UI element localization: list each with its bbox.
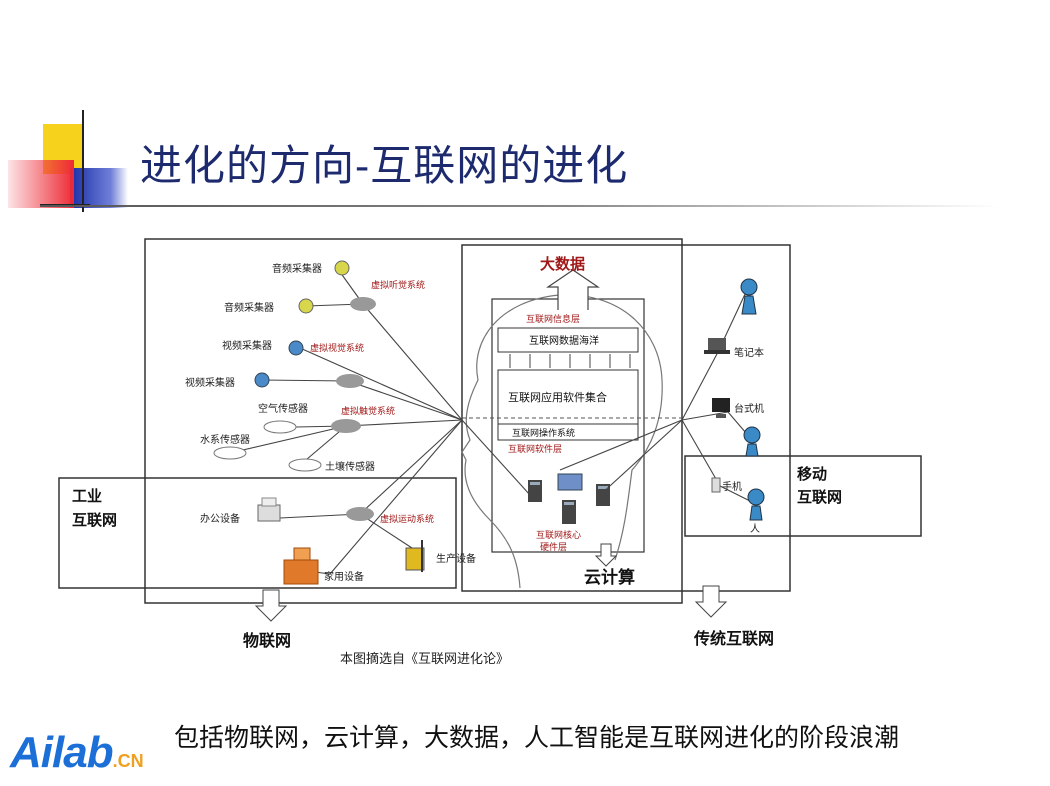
home-device-icon	[283, 547, 319, 585]
software-layer-label: 互联网软件层	[508, 443, 562, 455]
apps-label: 互联网应用软件集合	[508, 390, 607, 404]
laptop-icon	[704, 338, 730, 354]
iot-label: 物联网	[243, 631, 291, 650]
label-tactile-system: 虚拟触觉系统	[341, 405, 395, 417]
traditional-label: 传统互联网	[693, 629, 774, 648]
os-box	[497, 423, 639, 441]
slide-caption: 包括物联网，云计算，大数据，人工智能是互联网进化的阶段浪潮	[174, 723, 900, 752]
label-notebook: 笔记本	[734, 346, 764, 359]
title-decoration	[0, 110, 140, 220]
industrial-label-2: 互联网	[72, 511, 117, 529]
label-desktop: 台式机	[734, 402, 764, 415]
hardware-label-1: 互联网核心	[536, 529, 581, 541]
ailab-logo: Ailab.CN	[10, 728, 144, 778]
server-icons	[528, 473, 610, 524]
cloud-arrow	[594, 543, 618, 567]
office-device-icon	[257, 497, 281, 522]
mobile-frame	[684, 455, 922, 537]
industrial-label-1: 工业	[72, 487, 102, 505]
person-icons	[740, 278, 765, 521]
label-visual-system: 虚拟视觉系统	[310, 342, 364, 354]
label-air: 空气传感器	[258, 402, 308, 415]
hub-nodes	[331, 297, 376, 521]
iot-arrow	[254, 589, 288, 622]
label-phone: 手机	[722, 480, 742, 493]
data-ocean-label: 互联网数据海洋	[529, 334, 599, 347]
title-underline	[40, 205, 1000, 207]
cloud-label: 云计算	[584, 567, 635, 588]
info-layer-label: 互联网信息层	[526, 313, 580, 325]
label-production: 生产设备	[436, 552, 476, 565]
label-person: 人	[750, 523, 760, 535]
mobile-label-1: 移动	[797, 465, 827, 483]
mobile-label-2: 互联网	[797, 488, 842, 506]
os-label: 互联网操作系统	[512, 427, 575, 439]
video-device-icons	[254, 340, 304, 388]
data-ocean-box	[497, 327, 639, 353]
label-video2: 视频采集器	[185, 376, 235, 389]
apps-box	[497, 369, 639, 425]
hardware-label-2: 硬件层	[540, 541, 567, 553]
hub-lines	[229, 271, 753, 575]
label-audio-system: 虚拟听觉系统	[371, 279, 425, 291]
label-audio1: 音频采集器	[272, 262, 322, 275]
desktop-icon	[712, 398, 730, 418]
production-device-icon	[405, 540, 425, 572]
label-home: 家用设备	[324, 570, 364, 583]
big-data-label: 大数据	[540, 255, 585, 273]
phone-icon	[711, 477, 721, 493]
label-audio2: 音频采集器	[224, 301, 274, 314]
layer-arrows	[509, 354, 631, 368]
big-data-arrow	[546, 269, 600, 310]
source-note: 本图摘选自《互联网进化论》	[340, 651, 509, 667]
label-soil: 土壤传感器	[325, 460, 375, 473]
traditional-arrow	[694, 585, 728, 618]
label-motor-system: 虚拟运动系统	[380, 513, 434, 525]
page-title: 进化的方向-互联网的进化	[140, 141, 629, 190]
logo-suffix: .CN	[112, 751, 144, 771]
label-office: 办公设备	[200, 512, 240, 525]
sensor-nodes	[213, 420, 322, 472]
audio-device-icons	[298, 260, 350, 314]
label-video1: 视频采集器	[222, 339, 272, 352]
industrial-frame	[58, 477, 457, 589]
label-water: 水系传感器	[200, 433, 250, 446]
head-outline	[461, 294, 663, 589]
logo-main: Ailab	[10, 728, 114, 777]
